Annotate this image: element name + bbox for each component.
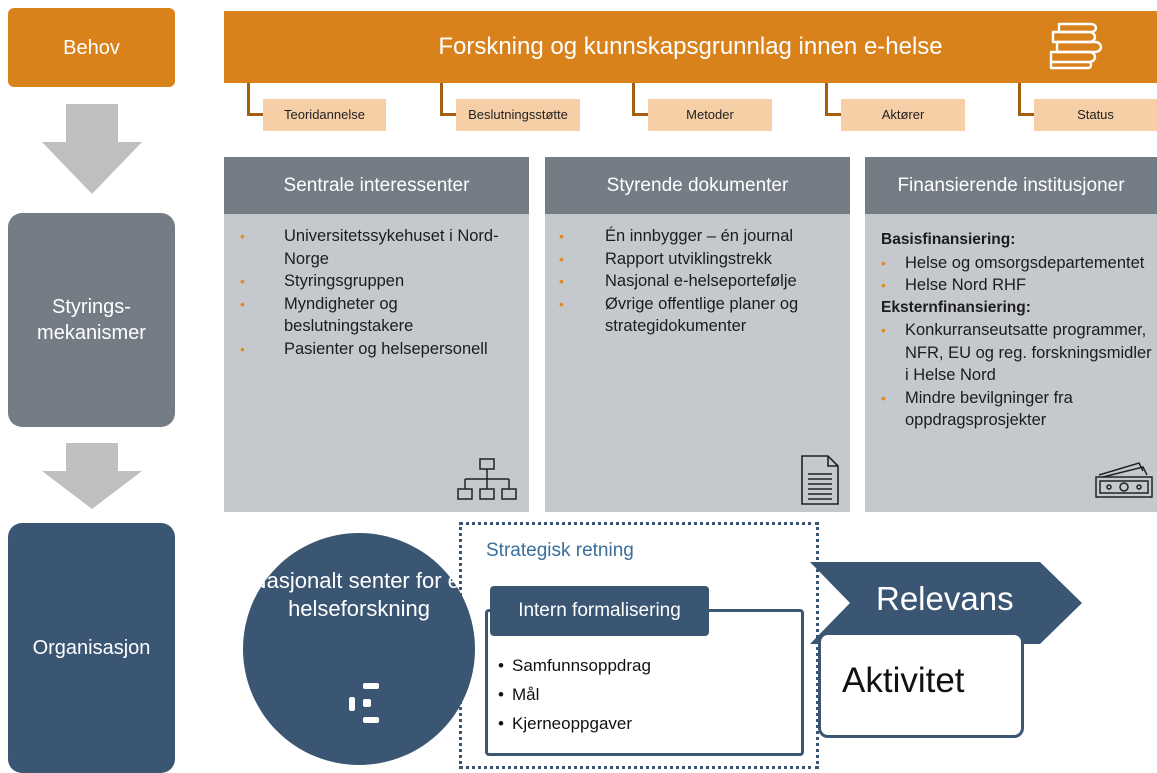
basis-list: Helse og omsorgsdepartementet Helse Nord…	[881, 252, 1153, 297]
list-item: •Mål	[498, 685, 540, 704]
sub-box-metoder: Metoder	[648, 99, 772, 131]
dokumenter-list: Én innbygger – én journal Rapport utvikl…	[559, 225, 849, 338]
basis-heading: Basisfinansiering:	[881, 231, 1016, 248]
finansiering-content: Basisfinansiering: Helse og omsorgsdepar…	[881, 229, 1153, 432]
list-item: Mindre bevilgninger fra oppdragsprosjekt…	[881, 387, 1153, 432]
list-item: Styringsgruppen	[240, 270, 525, 293]
list-item: Øvrige offentlige planer og strategidoku…	[559, 293, 849, 338]
document-icon	[801, 455, 839, 505]
aktivitet-box	[818, 632, 1024, 738]
connector-2	[440, 83, 457, 116]
ekstern-heading: Eksternfinansiering:	[881, 298, 1031, 316]
intern-list: •Samfunnsoppdrag •Mål •Kjerneoppgaver	[498, 651, 651, 738]
sub-box-status: Status	[1034, 99, 1157, 131]
list-item-text: Samfunnsoppdrag	[512, 656, 651, 675]
nsE-logo-icon	[349, 683, 379, 723]
connector-5	[1018, 83, 1035, 116]
column-title-finansiering: Finansierende institusjoner	[865, 157, 1157, 214]
list-item: Universitetssykehuset i Nord-Norge	[240, 225, 525, 270]
intern-formalisering-box: Intern formalisering	[490, 586, 709, 636]
stage-behov-label: Behov	[63, 36, 120, 59]
list-item: •Samfunnsoppdrag	[498, 656, 651, 675]
column-title-dokumenter: Styrende dokumenter	[545, 157, 850, 214]
list-item: Helse Nord RHF	[881, 274, 1153, 297]
stage-styring-line1: Styrings-	[52, 296, 131, 318]
center-circle: Nasjonalt senter for e-helseforskning	[243, 533, 475, 765]
relevans-label: Relevans	[876, 580, 1014, 617]
books-icon	[1049, 22, 1103, 70]
org-chart-icon	[457, 458, 517, 500]
list-item: Helse og omsorgsdepartementet	[881, 252, 1153, 275]
list-item: Myndigheter og beslutningstakere	[240, 293, 525, 338]
strategisk-retning-label: Strategisk retning	[486, 540, 634, 561]
list-item: Pasienter og helsepersonell	[240, 338, 525, 361]
column-finansierende-institusjoner: Finansierende institusjoner Basisfinansi…	[865, 157, 1157, 512]
relevans-arrow	[810, 562, 1082, 644]
down-arrow-1	[42, 104, 142, 194]
column-styrende-dokumenter: Styrende dokumenter Én innbygger – én jo…	[545, 157, 850, 512]
list-item: •Kjerneoppgaver	[498, 714, 633, 733]
stage-styring-line2: mekanismer	[37, 322, 146, 344]
connector-3	[632, 83, 649, 116]
stage-behov: Behov	[8, 8, 175, 87]
center-name: Nasjonalt senter for e-helseforskning	[250, 568, 468, 621]
banner-title: Forskning og kunnskapsgrunnlag innen e-h…	[438, 33, 943, 60]
stage-styringsmekanismer: Styrings- mekanismer	[8, 213, 175, 427]
stage-organisasjon: Organisasjon	[8, 523, 175, 773]
interessenter-list: Universitetssykehuset i Nord-Norge Styri…	[240, 225, 525, 360]
column-title-interessenter: Sentrale interessenter	[224, 157, 529, 214]
down-arrow-2	[42, 443, 142, 509]
sub-box-beslutningsstotte: Beslutningsstøtte	[456, 99, 580, 131]
research-banner	[224, 11, 1157, 83]
list-item: Konkurranseutsatte programmer, NFR, EU o…	[881, 319, 1153, 387]
list-item: Én innbygger – én journal	[559, 225, 849, 248]
list-item: Rapport utviklingstrekk	[559, 248, 849, 271]
sub-box-teoridannelse: Teoridannelse	[263, 99, 386, 131]
connector-4	[825, 83, 842, 116]
sub-box-aktorer: Aktører	[841, 99, 965, 131]
money-icon	[1095, 462, 1153, 498]
list-item: Nasjonal e-helseportefølje	[559, 270, 849, 293]
column-sentrale-interessenter: Sentrale interessenter Universitetssykeh…	[224, 157, 529, 512]
aktivitet-label: Aktivitet	[842, 661, 965, 700]
stage-organisasjon-label: Organisasjon	[32, 637, 151, 659]
list-item-text: Kjerneoppgaver	[512, 714, 633, 733]
list-item-text: Mål	[512, 685, 540, 704]
connector-1	[247, 83, 264, 116]
ekstern-list: Konkurranseutsatte programmer, NFR, EU o…	[881, 319, 1153, 432]
